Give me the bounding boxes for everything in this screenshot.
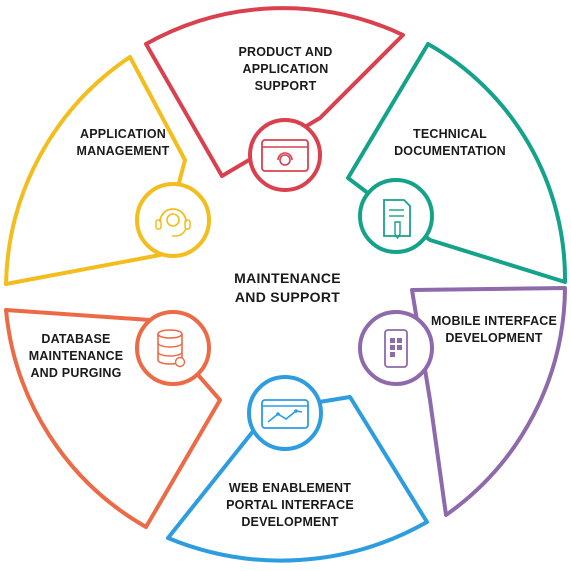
segment-outline-technical bbox=[346, 42, 568, 284]
browser-chart-icon bbox=[247, 375, 323, 451]
segment-label-web: WEB ENABLEMENT PORTAL INTERFACE DEVELOPM… bbox=[226, 481, 354, 529]
segment-label-mobile: MOBILE INTERFACE DEVELOPMENT bbox=[430, 314, 558, 345]
center-title-line1: MAINTENANCE bbox=[234, 270, 341, 286]
segment-outline-web bbox=[166, 395, 429, 563]
document-pen-icon bbox=[358, 178, 434, 254]
segment-label-product: PRODUCT AND APPLICATION SUPPORT bbox=[238, 45, 333, 93]
segment-label-technical: TECHNICAL DOCUMENTATION bbox=[394, 127, 506, 158]
center-title-line2: AND SUPPORT bbox=[234, 289, 341, 305]
segment-label-database: DATABASE MAINTENANCE AND PURGING bbox=[28, 332, 124, 380]
headset-browser-icon bbox=[248, 118, 322, 192]
segment-outline-appmgmt bbox=[4, 55, 187, 286]
segment-outline-mobile bbox=[410, 286, 567, 517]
segment-outline-product bbox=[144, 6, 405, 178]
mobile-phone-icon bbox=[358, 310, 434, 386]
database-gear-icon bbox=[135, 310, 211, 386]
segment-outline-database bbox=[4, 308, 222, 529]
segment-label-appmgmt: APPLICATION MANAGEMENT bbox=[76, 127, 170, 158]
center-title: MAINTENANCE AND SUPPORT bbox=[185, 269, 390, 307]
headset-gear-icon bbox=[135, 182, 211, 258]
